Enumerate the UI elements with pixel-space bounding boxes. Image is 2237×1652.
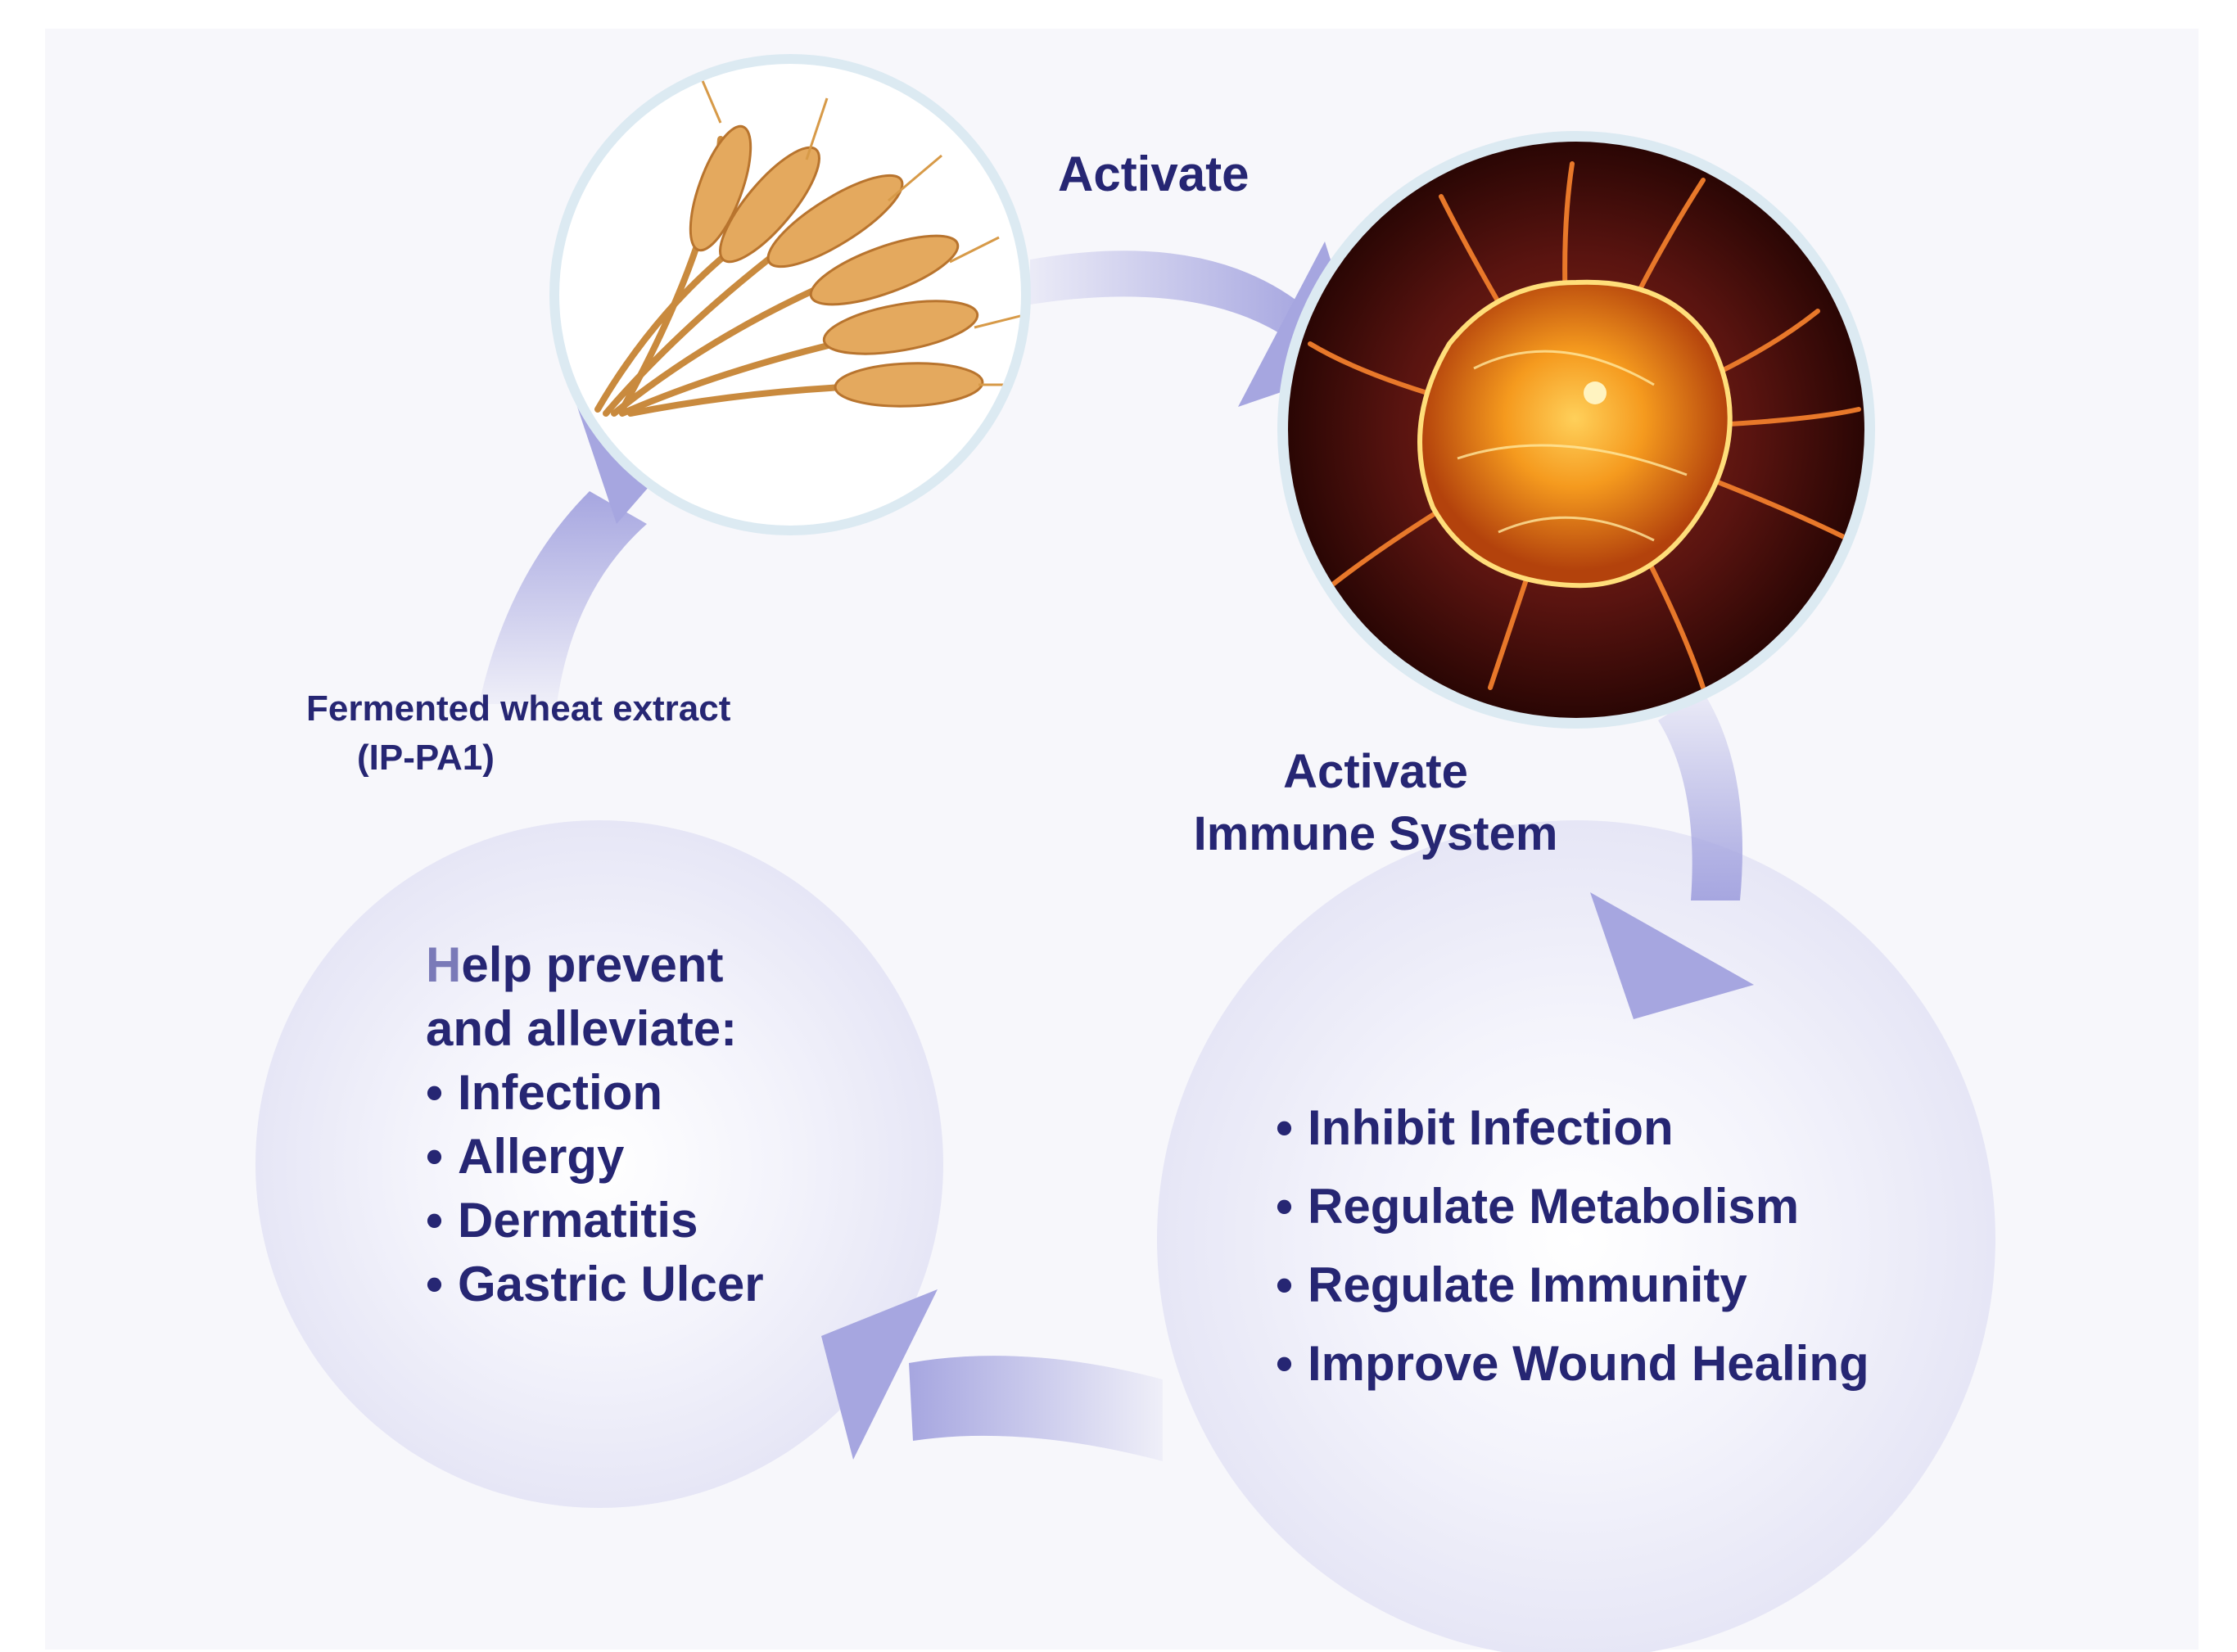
help-list: Infection Allergy Dermatitis Gastric Ulc…: [426, 1061, 764, 1316]
activate-immune-line2: Immune System: [1193, 807, 1558, 860]
extract-line1: Fermented wheat extract: [306, 688, 731, 729]
help-heading-line1: Help prevent: [426, 933, 764, 997]
help-item-infection: Infection: [426, 1061, 764, 1125]
help-heading: Help prevent and alleviate:: [426, 933, 764, 1061]
effects-list: Inhibit Infection Regulate Metabolism Re…: [1276, 1089, 1869, 1403]
wheat-image: [549, 54, 1031, 535]
effect-inhibit-infection: Inhibit Infection: [1276, 1089, 1869, 1167]
activate-immune-system-label: Activate Immune System: [1155, 741, 1597, 865]
help-heading-line2: and alleviate:: [426, 1001, 738, 1056]
effect-improve-wound-healing: Improve Wound Healing: [1276, 1325, 1869, 1403]
activate-immune-line1: Activate: [1283, 745, 1468, 798]
activate-label: Activate: [1058, 147, 1250, 201]
help-heading-first-letter: H: [426, 937, 462, 992]
extract-line2: (IP-PA1): [357, 738, 495, 778]
effect-regulate-immunity: Regulate Immunity: [1276, 1246, 1869, 1325]
help-prevent-block: Help prevent and alleviate: Infection Al…: [426, 933, 764, 1316]
effect-regulate-metabolism: Regulate Metabolism: [1276, 1167, 1869, 1246]
help-heading-line1-rest: elp prevent: [461, 937, 724, 992]
immune-cell-image: [1277, 131, 1875, 729]
help-item-dermatitis: Dermatitis: [426, 1189, 764, 1253]
arrow-cell-to-effects: [1590, 692, 1754, 1019]
arrow-effects-to-help: [821, 1289, 1163, 1461]
fermented-wheat-extract-label: Fermented wheat extract (IP-PA1): [306, 684, 730, 783]
help-item-gastric-ulcer: Gastric Ulcer: [426, 1253, 764, 1316]
help-item-allergy: Allergy: [426, 1125, 764, 1189]
